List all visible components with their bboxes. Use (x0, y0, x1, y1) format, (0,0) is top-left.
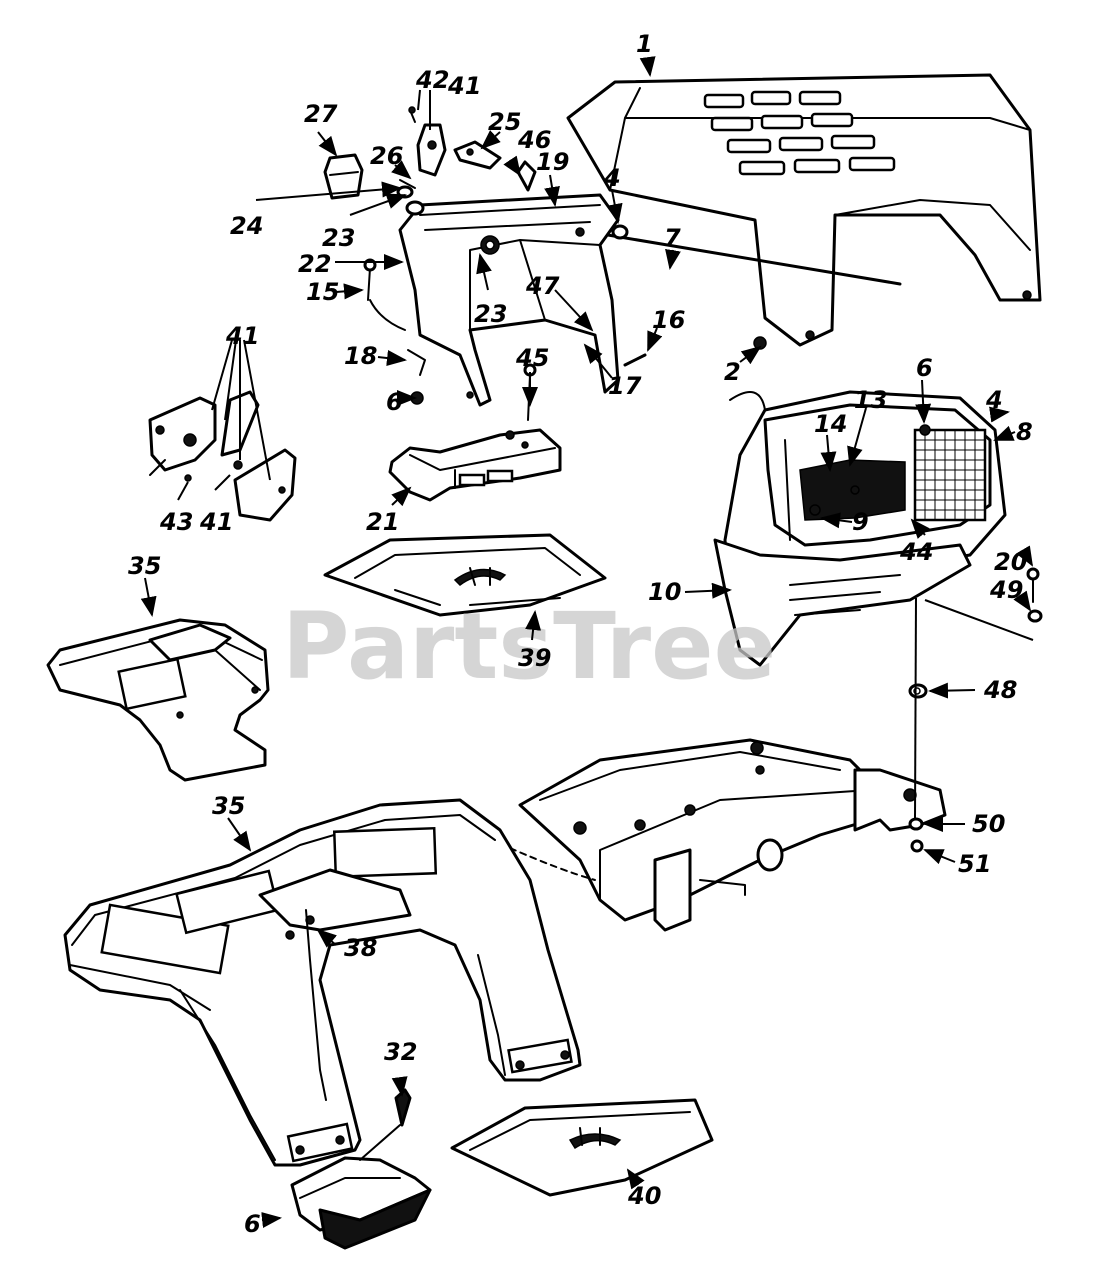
callout-23[interactable]: 23 (474, 300, 507, 328)
callout-25[interactable]: 25 (488, 108, 521, 136)
screw-38-part[interactable] (305, 909, 327, 1101)
callout-38[interactable]: 38 (344, 934, 377, 962)
callout-23[interactable]: 23 (322, 224, 355, 252)
callout-46[interactable]: 46 (517, 126, 551, 154)
callout-15[interactable]: 15 (306, 278, 339, 306)
callout-20[interactable]: 20 (994, 548, 1027, 576)
grille-nose-part[interactable] (713, 390, 1007, 667)
fender-main-part[interactable] (63, 798, 582, 1167)
callout-43[interactable]: 43 (159, 508, 193, 536)
step-plate-part[interactable] (450, 1098, 714, 1197)
callout-1[interactable]: 1 (636, 30, 653, 58)
callout-35[interactable]: 35 (212, 792, 245, 820)
leader-lines (140, 56, 1034, 1228)
callout-7[interactable]: 7 (664, 224, 681, 252)
callout-16[interactable]: 16 (652, 306, 685, 334)
foot-rest-part[interactable] (290, 1156, 432, 1250)
callout-10[interactable]: 10 (648, 578, 681, 606)
callout-41[interactable]: 41 (225, 322, 259, 350)
callout-6[interactable]: 6 (244, 1210, 261, 1238)
callout-40[interactable]: 40 (627, 1182, 661, 1210)
callout-42[interactable]: 42 (415, 66, 449, 94)
callout-21[interactable]: 21 (366, 508, 399, 536)
callout-32[interactable]: 32 (384, 1038, 417, 1066)
nose-fasteners (908, 567, 1043, 853)
lower-bracket-part[interactable] (388, 428, 562, 502)
hinge-rod-part[interactable] (588, 230, 902, 286)
callout-9[interactable]: 9 (852, 508, 869, 536)
hood-part[interactable] (566, 73, 1042, 347)
fender-upper-part[interactable] (46, 618, 270, 782)
callout-41[interactable]: 41 (447, 72, 481, 100)
dash-panel-part[interactable] (398, 193, 620, 407)
callout-19[interactable]: 19 (536, 148, 569, 176)
callout-45[interactable]: 45 (515, 344, 549, 372)
callout-51[interactable]: 51 (958, 850, 991, 878)
callout-27[interactable]: 27 (304, 100, 338, 128)
callout-35[interactable]: 35 (128, 552, 161, 580)
callout-39[interactable]: 39 (518, 644, 551, 672)
callout-41[interactable]: 41 (199, 508, 233, 536)
bolt-32-part[interactable] (394, 1088, 412, 1127)
callout-18[interactable]: 18 (344, 342, 377, 370)
callout-24[interactable]: 24 (230, 212, 263, 240)
callout-6[interactable]: 6 (916, 354, 933, 382)
callout-17[interactable]: 17 (608, 372, 642, 400)
floor-plate-part[interactable] (323, 533, 607, 617)
callout-14[interactable]: 14 (814, 410, 847, 438)
callout-47[interactable]: 47 (525, 272, 560, 300)
callout-26[interactable]: 26 (370, 142, 403, 170)
callout-6[interactable]: 6 (386, 388, 403, 416)
callout-44[interactable]: 44 (899, 538, 933, 566)
callout-13[interactable]: 13 (854, 386, 887, 414)
callout-4[interactable]: 4 (603, 164, 621, 192)
callout-49[interactable]: 49 (989, 576, 1023, 604)
callout-50[interactable]: 50 (972, 810, 1005, 838)
callout-labels: 1 2 4 4 6 6 6 7 8 9 10 13 14 15 16 17 18… (128, 30, 1033, 1238)
callout-4[interactable]: 4 (985, 386, 1003, 414)
callout-48[interactable]: 48 (983, 676, 1017, 704)
pedal-linkage-part[interactable] (148, 390, 297, 522)
nose-back-part (729, 391, 766, 411)
frame-part[interactable] (509, 738, 947, 932)
callout-22[interactable]: 22 (298, 250, 331, 278)
grille-mesh (914, 429, 986, 521)
bolt-32-leader (359, 1124, 401, 1161)
callout-8[interactable]: 8 (1016, 418, 1033, 446)
callout-2[interactable]: 2 (724, 358, 741, 386)
hood-vent-slots (703, 90, 896, 176)
